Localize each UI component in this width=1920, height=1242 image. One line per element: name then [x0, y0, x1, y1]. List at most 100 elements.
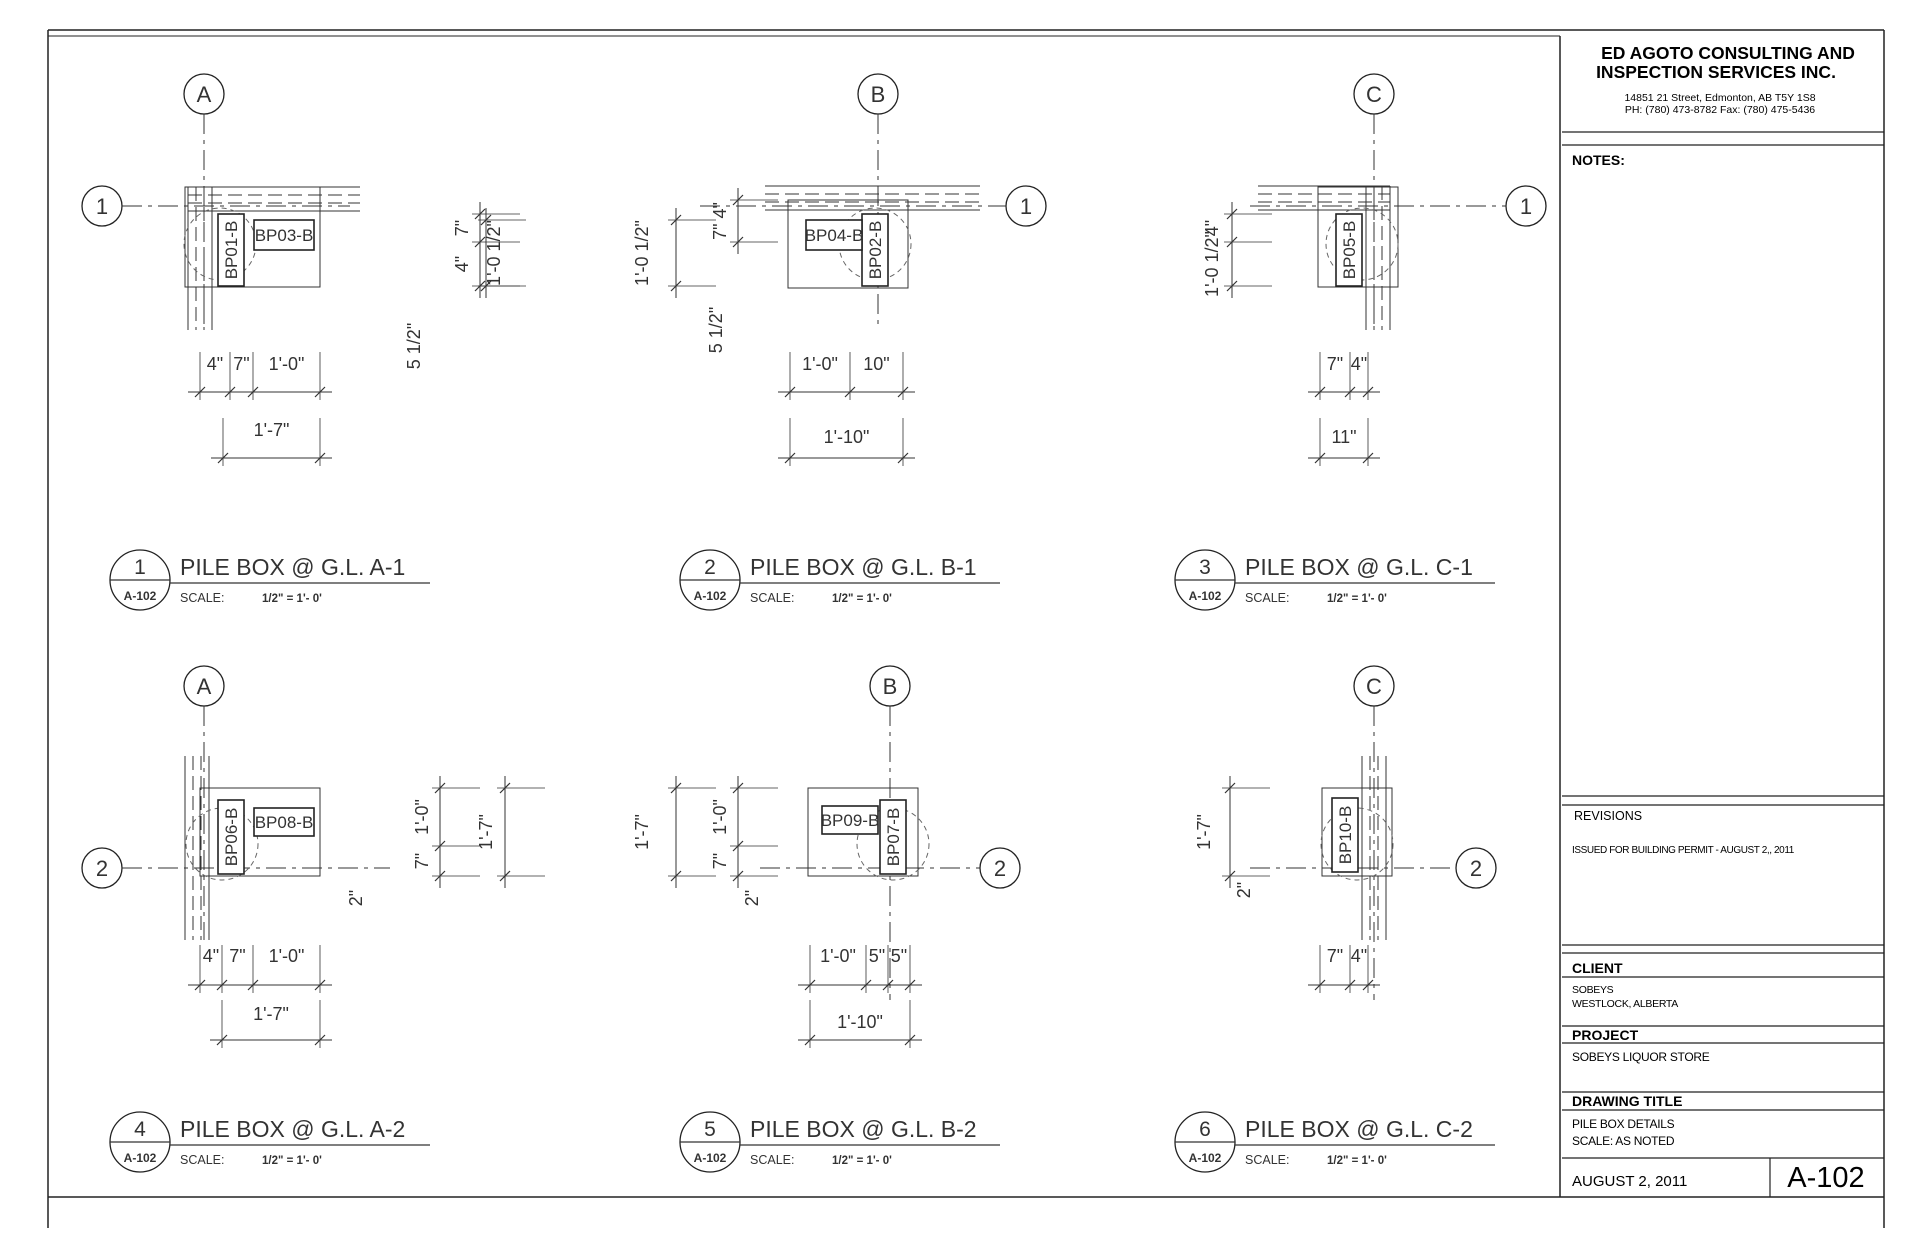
revision-entry: ISSUED FOR BUILDING PERMIT - AUGUST 2,, … — [1572, 845, 1795, 856]
detail-sheet-ref: A-102 — [694, 589, 727, 603]
dimension-tick — [499, 870, 511, 882]
pile-label: BP09-B — [821, 811, 880, 830]
dimension-tick — [1226, 280, 1238, 292]
pile-label: BP03-B — [255, 226, 314, 245]
grid-bubble-col-label: A — [197, 82, 212, 107]
company-phone: PH: (780) 473-8782 Fax: (780) 475-5436 — [1625, 104, 1815, 116]
dimension-label: 5 1/2" — [706, 307, 726, 353]
dimension-label: 4" — [452, 256, 472, 272]
detail-5: B2BP07-BBP09-B1'-7"1'-0"7"2"1'-0"5"5"1'-… — [632, 665, 1021, 1173]
dimension-tick — [480, 214, 492, 226]
detail-scale-value: 1/2" = 1'- 0' — [832, 593, 892, 605]
dimension-tick — [314, 452, 326, 464]
dimension-tick — [216, 979, 228, 991]
dimension-label: 4" — [1351, 354, 1367, 374]
grid-bubble-col-label: C — [1366, 674, 1382, 699]
detail-scale-value: 1/2" = 1'- 0' — [1327, 1155, 1387, 1167]
drawing-title-line2: SCALE: AS NOTED — [1572, 1134, 1675, 1148]
dimension-label: 7" — [1327, 354, 1343, 374]
notes-label: NOTES: — [1572, 152, 1625, 168]
detail-title: PILE BOX @ G.L. C-1 — [1245, 554, 1473, 580]
dimension-tick — [784, 452, 796, 464]
dimension-tick — [844, 386, 856, 398]
dimension-label: 5 1/2" — [404, 323, 424, 369]
pile-box — [1331, 797, 1359, 873]
pile-outline — [1320, 807, 1394, 881]
pile-outline — [185, 807, 259, 881]
client-line1: SOBEYS — [1572, 984, 1614, 996]
detail-number: 1 — [134, 556, 146, 579]
detail-number: 6 — [1199, 1118, 1211, 1141]
dimension-tick — [904, 979, 916, 991]
detail-scale: SCALE: — [180, 1153, 224, 1167]
dimension-label: 1'-0 1/2" — [1202, 231, 1222, 297]
pile-label: BP02-B — [866, 221, 885, 280]
dimension-label: 1'-7" — [253, 1004, 289, 1024]
project-label: PROJECT — [1572, 1027, 1639, 1043]
detail-scale-value: 1/2" = 1'- 0' — [1327, 593, 1387, 605]
company-name-line2: INSPECTION SERVICES INC. — [1596, 62, 1836, 82]
dimension-tick — [1362, 452, 1374, 464]
dimension-label: 7" — [412, 853, 432, 869]
dimension-label: 1'-10" — [837, 1012, 883, 1032]
dimension-tick — [732, 782, 744, 794]
drawing-title-label: DRAWING TITLE — [1572, 1093, 1682, 1109]
detail-number: 2 — [704, 556, 716, 579]
dimension-tick — [670, 870, 682, 882]
dimension-tick — [670, 280, 682, 292]
pile-box — [253, 219, 315, 251]
dimension-tick — [670, 214, 682, 226]
dimension-tick — [1314, 386, 1326, 398]
grid-bubble-row-label: 2 — [96, 856, 108, 881]
dimension-label: 7" — [233, 354, 249, 374]
dimension-tick — [480, 280, 492, 292]
dimension-label: 1'-0" — [710, 799, 730, 835]
grid-bubble-row-label: 2 — [1470, 856, 1482, 881]
detail-scale: SCALE: — [1245, 1153, 1289, 1167]
dimension-tick — [670, 782, 682, 794]
dimension-label: 2" — [742, 890, 762, 906]
pile-label: BP10-B — [1336, 806, 1355, 865]
project-name: SOBEYS LIQUOR STORE — [1572, 1050, 1710, 1064]
dimension-label: 11" — [1331, 427, 1356, 447]
detail-number: 3 — [1199, 556, 1211, 579]
dimension-tick — [434, 782, 446, 794]
detail-title: PILE BOX @ G.L. A-1 — [180, 554, 405, 580]
dimension-label: 7" — [229, 946, 245, 966]
pile-label: BP08-B — [255, 813, 314, 832]
dimension-label: 1'-7" — [1194, 814, 1214, 850]
detail-sheet-ref: A-102 — [694, 1151, 727, 1165]
detail-scale: SCALE: — [1245, 591, 1289, 605]
dimension-tick — [1344, 386, 1356, 398]
pile-label: BP05-B — [1340, 221, 1359, 280]
dimension-tick — [1314, 979, 1326, 991]
dimension-tick — [247, 386, 259, 398]
dimension-label: 7" — [1327, 946, 1343, 966]
detail-scale-value: 1/2" = 1'- 0' — [262, 593, 322, 605]
dimension-label: 1'-7" — [476, 814, 496, 850]
pile-box — [879, 799, 907, 875]
detail-sheet-ref: A-102 — [1189, 589, 1222, 603]
dimension-tick — [194, 979, 206, 991]
dimension-label: 1'-7" — [254, 420, 290, 440]
dimension-tick — [434, 840, 446, 852]
dimension-label: 1'-7" — [632, 814, 652, 850]
revisions-label: REVISIONS — [1574, 809, 1642, 823]
dimension-label: 2" — [1234, 882, 1254, 898]
drawing-date: AUGUST 2, 2011 — [1572, 1173, 1687, 1190]
dimension-label: 7" 4" — [710, 202, 730, 240]
dimension-tick — [804, 1034, 816, 1046]
pile-box — [253, 807, 315, 837]
detail-title: PILE BOX @ G.L. C-2 — [1245, 1116, 1473, 1142]
dimension-label: 2" — [346, 890, 366, 906]
dimension-tick — [474, 208, 486, 220]
dimension-tick — [732, 236, 744, 248]
detail-scale: SCALE: — [750, 1153, 794, 1167]
dimension-label: 4" — [207, 354, 223, 374]
sheet-number: A-102 — [1787, 1162, 1864, 1194]
dimension-tick — [499, 782, 511, 794]
dimension-label: 1'-0 1/2" — [632, 220, 652, 286]
